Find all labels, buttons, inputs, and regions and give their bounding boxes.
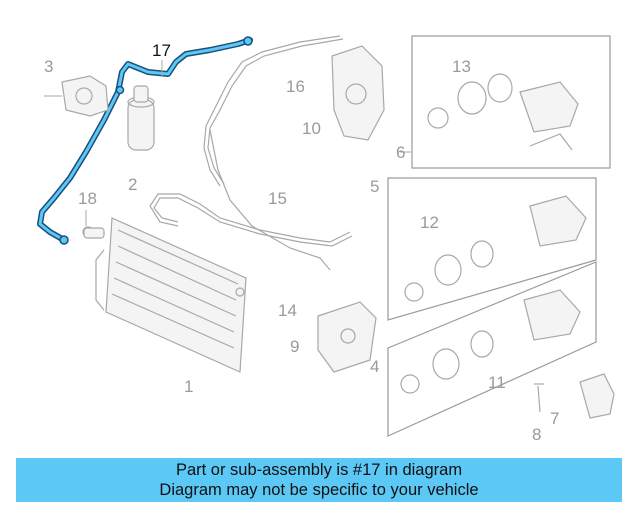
callout-12: 12	[420, 213, 439, 232]
callout-5: 5	[370, 177, 379, 196]
callout-9: 9	[290, 337, 299, 356]
banner-line-2: Diagram may not be specific to your vehi…	[159, 481, 479, 499]
callout-16: 16	[286, 77, 305, 96]
callout-15: 15	[268, 189, 287, 208]
sensor-18	[83, 210, 105, 239]
info-banner: Part or sub-assembly is #17 in diagram D…	[16, 458, 622, 502]
callout-10: 10	[302, 119, 321, 138]
assembly-frame-5	[387, 177, 597, 321]
receiver-drier-2	[127, 85, 155, 151]
callouts: 17 3 16 10 2 18 15 14 9 1 13 6 5 12 4 11…	[44, 41, 559, 444]
assembly-frame-4	[387, 261, 597, 437]
callout-7: 7	[550, 409, 559, 428]
callout-11: 11	[488, 373, 506, 392]
condenser-1	[82, 217, 247, 373]
bracket-10	[331, 45, 385, 141]
callout-6: 6	[396, 143, 405, 162]
callout-17: 17	[152, 41, 171, 60]
callout-3: 3	[44, 57, 53, 76]
bolt-8	[534, 383, 544, 413]
callout-1: 1	[184, 377, 193, 396]
highlighted-hose-17[interactable]	[37, 36, 253, 245]
callout-2: 2	[128, 175, 137, 194]
callout-4: 4	[370, 357, 379, 376]
banner-line-1: Part or sub-assembly is #17 in diagram	[175, 461, 463, 479]
callout-14: 14	[278, 301, 297, 320]
parts-diagram: 17 3 16 10 2 18 15 14 9 1 13 6 5 12 4 11…	[37, 35, 615, 444]
bracket-3	[44, 75, 109, 117]
hose-16	[203, 35, 344, 187]
callout-18: 18	[78, 189, 97, 208]
callout-13: 13	[452, 57, 471, 76]
bracket-7	[579, 373, 615, 419]
hose-15	[149, 129, 353, 271]
callout-8: 8	[532, 425, 541, 444]
assembly-frame-6	[400, 35, 611, 169]
bracket-9	[317, 301, 377, 373]
